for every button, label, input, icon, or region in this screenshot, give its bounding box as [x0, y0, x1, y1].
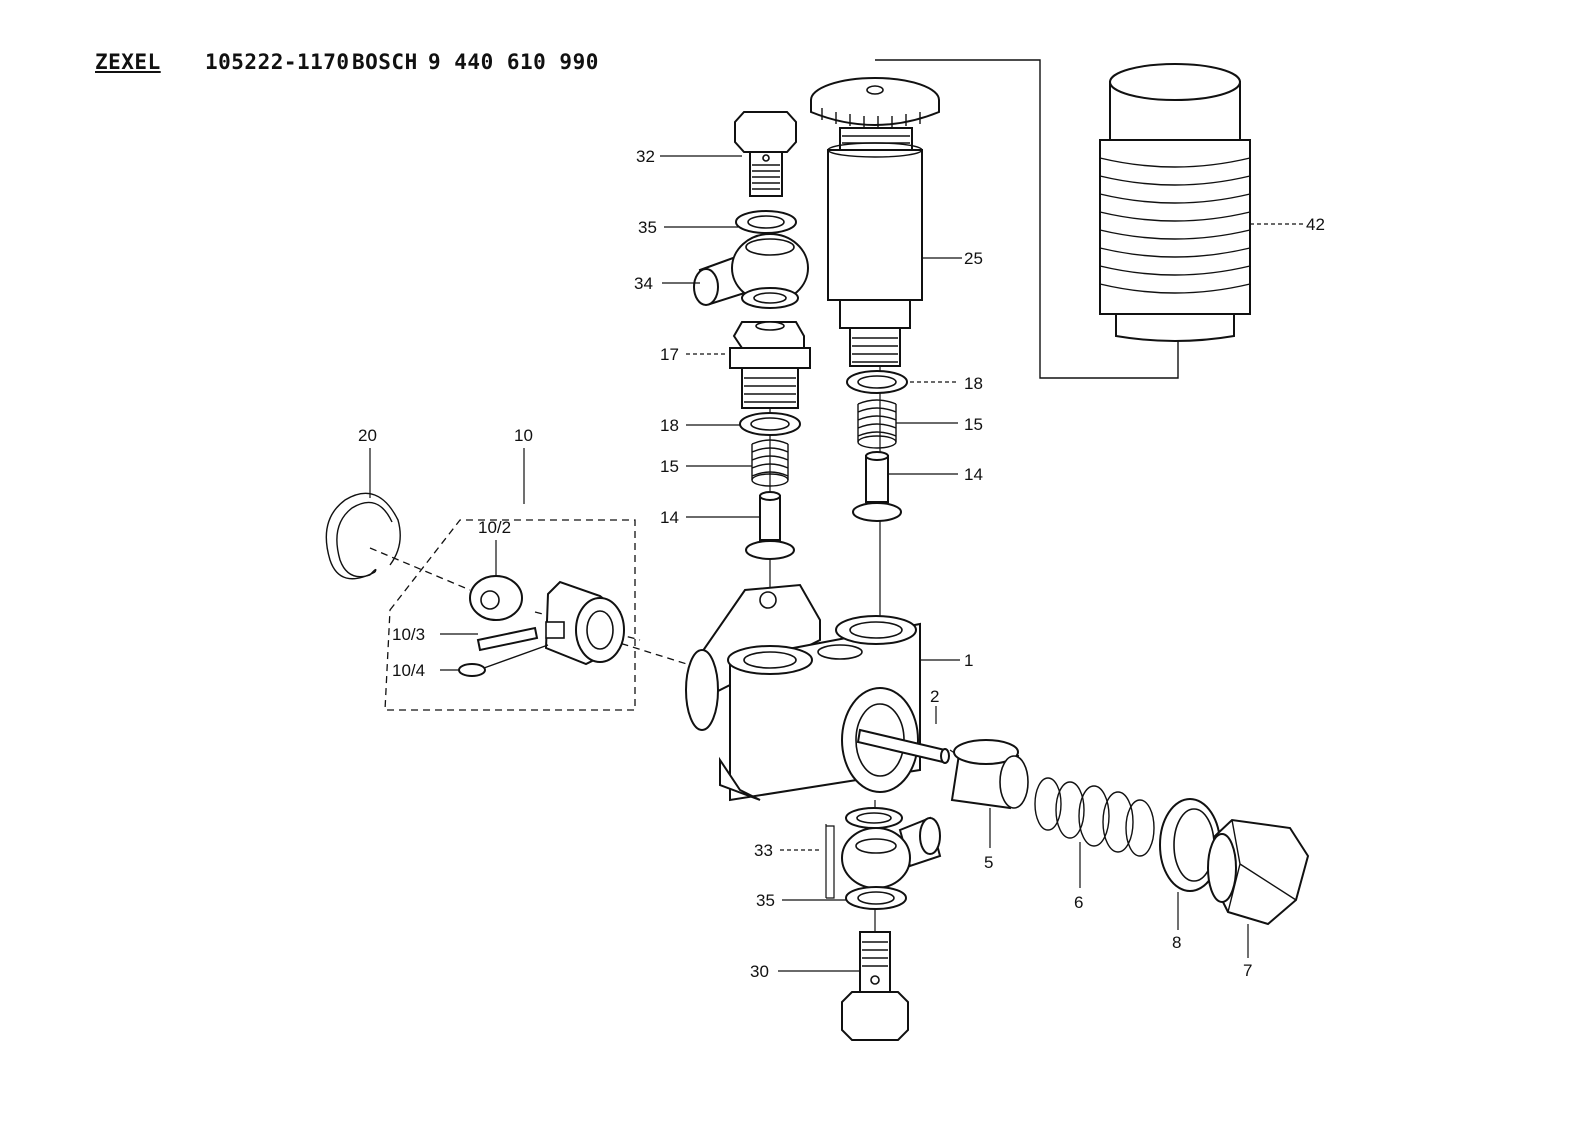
part-33-banjo-fitting-lower: [841, 807, 942, 889]
part-1-pump-body: [685, 583, 921, 802]
part-20-circlip: [325, 492, 401, 580]
part-15-spring-right: [857, 399, 897, 449]
callout-35-bottom: 35: [756, 891, 775, 910]
callout-35-top: 35: [638, 218, 657, 237]
callout-17: 17: [660, 345, 679, 364]
part-18-seal-ring-right: [846, 370, 908, 394]
callout-6: 6: [1074, 893, 1083, 912]
callout-32: 32: [636, 147, 655, 166]
part-35-seal-ring-top: [735, 210, 797, 234]
callout-34: 34: [634, 274, 653, 293]
part-14-valve-left: [745, 491, 795, 560]
callout-14-right: 14: [964, 465, 983, 484]
part-15-spring-left: [751, 439, 789, 487]
part-10-2-roller: [469, 575, 523, 621]
callout-leader-lines: [369, 155, 1304, 972]
callout-15-left: 15: [660, 457, 679, 476]
part-2-plunger-rod: [856, 728, 950, 764]
part-17-threaded-connector: [729, 321, 811, 409]
callout-18-left: 18: [660, 416, 679, 435]
callout-7: 7: [1243, 961, 1252, 980]
part-34-banjo-fitting: [693, 233, 809, 309]
header-zexel-part-number: 105222-1170: [205, 50, 350, 74]
part-18-seal-ring-left: [739, 412, 801, 436]
callout-30: 30: [750, 962, 769, 981]
callout-33: 33: [754, 841, 773, 860]
callout-15-right: 15: [964, 415, 983, 434]
callout-10-2: 10/2: [478, 518, 511, 537]
part-10-roller-tappet-group: [458, 575, 625, 677]
callout-1: 1: [964, 651, 973, 670]
part-10-tappet-housing: [544, 580, 625, 666]
header-oem-part-number: 9 440 610 990: [428, 50, 599, 74]
callout-25: 25: [964, 249, 983, 268]
part-25-hand-primer-pump: [810, 77, 940, 367]
callout-42: 42: [1306, 215, 1325, 234]
part-7-hex-cap: [1207, 818, 1310, 926]
part-30-banjo-bolt-bottom: [841, 931, 909, 1041]
header-brand: ZEXEL: [95, 50, 161, 74]
header-oem-brand: BOSCH: [352, 50, 418, 74]
callout-5: 5: [984, 853, 993, 872]
part-8-gasket-ring: [1159, 798, 1221, 892]
callout-8: 8: [1172, 933, 1181, 952]
part-42-bellows-boot: [1099, 63, 1251, 342]
callout-20: 20: [358, 426, 377, 445]
part-10-4-pin-head: [458, 644, 549, 677]
callout-10-3: 10/3: [392, 625, 425, 644]
part-6-spring: [1034, 777, 1155, 857]
part-5-piston: [950, 739, 1029, 810]
callout-labels: 32 35 34 17 18 15 14 25 18 15 14 42 20 1…: [358, 147, 1325, 981]
callout-18-right: 18: [964, 374, 983, 393]
callout-2: 2: [930, 687, 939, 706]
callout-10: 10: [514, 426, 533, 445]
callout-10-4: 10/4: [392, 661, 425, 680]
part-32-banjo-bolt: [734, 111, 797, 197]
part-10-3-pin: [476, 626, 539, 652]
part-14-valve-right: [852, 451, 902, 522]
part-35-seal-ring-bottom: [845, 886, 907, 910]
callout-14-left: 14: [660, 508, 679, 527]
